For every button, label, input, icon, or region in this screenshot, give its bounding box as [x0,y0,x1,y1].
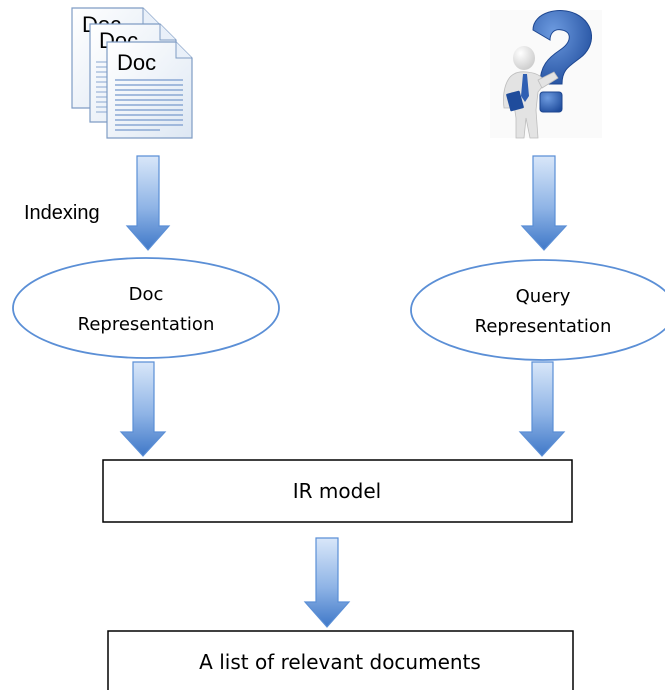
ir-model-node: IR model [102,459,573,523]
arrow-ir-model-to-results [303,537,351,628]
document-sheet-title: Doc [117,50,156,75]
document-sheet-front: Doc [106,41,193,139]
query-representation-node: Query Representation [410,259,665,361]
person-question-mark-icon [490,10,602,139]
arrow-query-to-query-representation [520,155,568,251]
doc-representation-line1: Doc [129,284,164,305]
arrow-doc-representation-to-ir-model [119,361,167,457]
document-stack-icon: Doc Doc Doc [71,7,193,139]
doc-representation-line2: Representation [78,314,215,335]
arrow-query-representation-to-ir-model [518,361,566,457]
results-node: A list of relevant documents [107,630,574,690]
query-representation-line2: Representation [475,316,612,337]
ir-model-label: IR model [293,479,381,503]
results-label: A list of relevant documents [199,650,481,674]
query-representation-line1: Query [516,286,571,307]
doc-representation-node: Doc Representation [12,257,280,359]
indexing-label: Indexing [24,202,100,224]
arrow-docs-to-doc-representation [125,155,171,251]
